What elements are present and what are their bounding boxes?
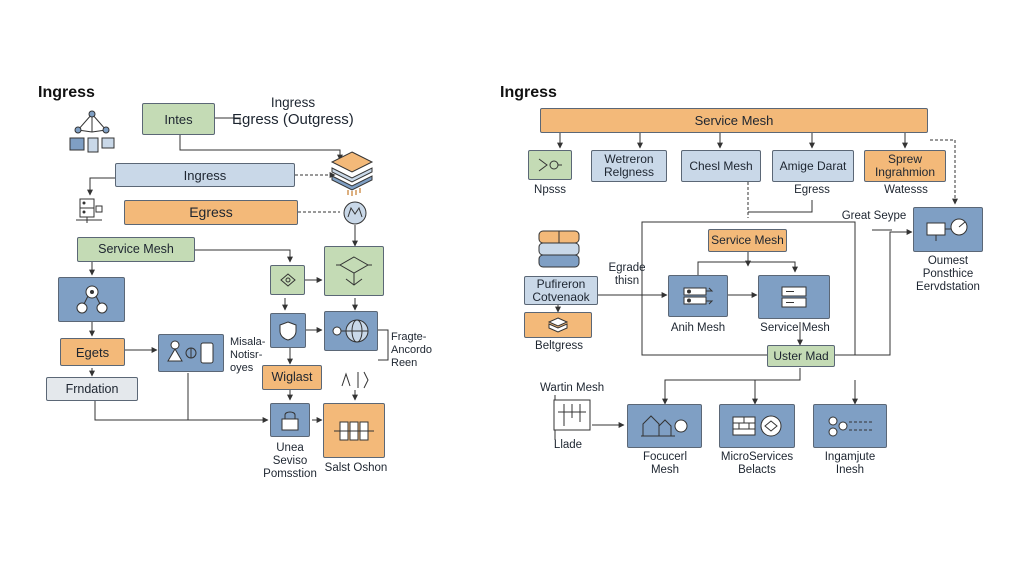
service-mesh-node-label: Service Mesh xyxy=(760,322,830,334)
database-stack-icon xyxy=(536,228,582,270)
service-mesh-header-box[interactable]: Service Mesh xyxy=(540,108,928,133)
egets-box[interactable]: Egets xyxy=(60,338,125,366)
egress-box[interactable]: Egress xyxy=(124,200,298,225)
shield-icon xyxy=(279,320,297,341)
lock-node-box[interactable] xyxy=(270,403,310,437)
wiglast-box[interactable]: Wiglast xyxy=(262,365,322,390)
antenna-marks-icon xyxy=(338,368,374,392)
frndation-box[interactable]: Frndation xyxy=(46,377,138,401)
amige-darat-box[interactable]: Amige Darat xyxy=(772,150,854,182)
ingamjute-node-box[interactable] xyxy=(813,404,887,448)
focucerl-label: Focucerl Mesh xyxy=(642,451,688,476)
globe-icon xyxy=(332,319,369,343)
uster-mad-box[interactable]: Uster Mad xyxy=(767,345,835,367)
anih-mesh-label: Anih Mesh xyxy=(670,322,726,334)
great-seype-label: Great Seype xyxy=(841,210,907,222)
flow-nodes-icon xyxy=(828,416,873,437)
tag-node-box[interactable] xyxy=(270,265,305,295)
chesl-mesh-box[interactable]: Chesl Mesh xyxy=(681,150,761,182)
beltgress-node-box[interactable] xyxy=(524,312,592,338)
wartin-mesh-label: Wartin Mesh xyxy=(540,382,605,394)
microservices-node-box[interactable] xyxy=(719,404,795,448)
mesh-circle-icon xyxy=(342,200,368,226)
npsss-node-box[interactable] xyxy=(528,150,572,180)
whiteboard-icon xyxy=(552,398,592,434)
salst-label: Salst Oshon xyxy=(324,462,388,474)
llade-label: Llade xyxy=(553,439,583,451)
people-node-box[interactable] xyxy=(158,334,224,372)
misala-label: Misala- Notisr- oyes xyxy=(230,336,266,374)
service-mesh-node-box[interactable] xyxy=(758,275,830,319)
connector xyxy=(930,139,958,205)
connector xyxy=(748,200,813,213)
pipeline-icon xyxy=(334,421,374,440)
beltgress-label: Beltgress xyxy=(535,340,583,352)
globe-node-box[interactable] xyxy=(324,311,378,351)
ingress-box[interactable]: Ingress xyxy=(115,163,295,187)
gear-cluster-icon xyxy=(76,285,107,313)
intes-box[interactable]: Intes xyxy=(142,103,215,135)
header-ingress-label: Ingress xyxy=(270,95,316,110)
pufireron-box[interactable]: Pufireron Cotvenaok xyxy=(524,276,598,305)
fragte-label: Fragte- Ancordo Reen xyxy=(391,331,432,369)
wetreron-box[interactable]: Wetreron Relgness xyxy=(591,150,667,182)
monitor-chart-icon xyxy=(926,218,968,241)
connector xyxy=(187,373,269,423)
watesss-label: Watesss xyxy=(884,184,928,196)
people-devices-icon xyxy=(167,340,214,364)
service-mesh-box[interactable]: Service Mesh xyxy=(77,237,195,262)
microservices-label: MicroServices Belacts xyxy=(720,451,794,476)
header-egress-label: Egress (Outgress) xyxy=(232,111,354,128)
connector xyxy=(838,229,913,356)
anih-mesh-node-box[interactable] xyxy=(668,275,728,317)
oumest-node-box[interactable] xyxy=(913,207,983,252)
sprew-box[interactable]: Sprew Ingrahmion xyxy=(864,150,946,182)
connector xyxy=(179,135,343,161)
connector xyxy=(195,249,293,263)
transform-icon xyxy=(336,256,372,286)
connector xyxy=(662,368,801,405)
egress-row-label: Egress xyxy=(794,184,830,196)
signal-icon xyxy=(538,158,562,172)
pipeline-node-box[interactable] xyxy=(323,403,385,458)
connector xyxy=(215,117,241,125)
server-icon xyxy=(781,286,807,308)
focucerl-node-box[interactable] xyxy=(627,404,702,448)
house-gear-icon xyxy=(640,415,687,437)
cluster-service-mesh-box[interactable]: Service Mesh xyxy=(708,229,787,252)
connector xyxy=(697,261,798,276)
oumest-label: Oumest Ponsthice Eervdstation xyxy=(916,255,980,293)
right-panel-title: Ingress xyxy=(500,84,557,101)
network-topology-icon xyxy=(66,108,118,160)
egrade-label: Egrade thisn xyxy=(608,262,646,287)
left-panel-title: Ingress xyxy=(38,84,95,101)
box-stack-icon xyxy=(547,317,569,333)
settings-node-box[interactable] xyxy=(58,277,125,322)
lock-icon xyxy=(281,411,299,431)
switch-icon xyxy=(683,287,714,305)
connector xyxy=(87,177,115,196)
layer-stack-icon xyxy=(330,150,374,196)
rack-server-icon xyxy=(74,196,104,226)
diagram-icon-box[interactable] xyxy=(324,246,384,296)
connector xyxy=(378,329,389,361)
unea-label: Unea Seviso Pomsstion xyxy=(263,442,317,480)
connector xyxy=(94,400,188,421)
npsss-label: Npsss xyxy=(534,184,566,196)
shield-node-box[interactable] xyxy=(270,313,306,348)
ingamjute-label: Ingamjute Inesh xyxy=(824,451,876,476)
brick-gauge-icon xyxy=(732,415,782,437)
tag-icon xyxy=(279,273,296,287)
